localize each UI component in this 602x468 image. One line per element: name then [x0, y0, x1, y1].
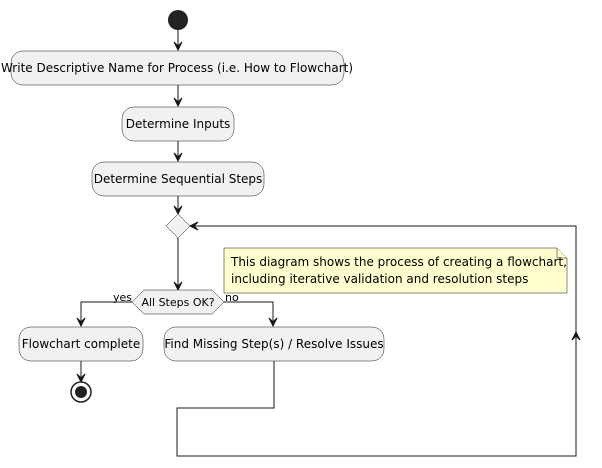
activity-flowchart-complete[interactable]: Flowchart complete [18, 326, 144, 362]
activity-write-name[interactable]: Write Descriptive Name for Process (i.e.… [1, 50, 353, 86]
arrowhead [173, 97, 183, 108]
note-line-2: including iterative validation and resol… [231, 272, 528, 286]
note-line-1: This diagram shows the process of creati… [230, 255, 567, 269]
activity-determine-steps[interactable]: Determine Sequential Steps [91, 161, 265, 197]
activity-determine-inputs[interactable]: Determine Inputs [121, 106, 235, 142]
decision-label: All Steps OK? [141, 296, 214, 309]
arrowhead-loop-up [571, 330, 581, 341]
arrowhead [268, 317, 278, 328]
arrowhead [173, 205, 183, 216]
start-node [168, 10, 188, 30]
branch-label-no: no [225, 291, 239, 304]
activity-flowchart-complete-label: Flowchart complete [22, 337, 140, 351]
branch-label-yes: yes [113, 291, 132, 304]
edge-no-branch [224, 301, 274, 326]
arrowhead [76, 317, 86, 328]
merge-diamond[interactable] [165, 213, 191, 239]
activity-find-missing-steps-label: Find Missing Step(s) / Resolve Issues [164, 337, 383, 351]
arrowhead [173, 41, 183, 52]
arrowhead-loop-left [188, 221, 199, 231]
arrowhead [76, 373, 86, 384]
arrowhead [173, 152, 183, 163]
activity-determine-steps-label: Determine Sequential Steps [94, 172, 263, 186]
activity-write-name-label: Write Descriptive Name for Process (i.e.… [1, 61, 353, 75]
end-node [70, 381, 92, 403]
edge-loop-back [176, 225, 577, 457]
edge-yes-branch [80, 301, 132, 326]
activity-determine-inputs-label: Determine Inputs [126, 117, 231, 131]
activity-find-missing-steps[interactable]: Find Missing Step(s) / Resolve Issues [163, 326, 385, 362]
arrowhead [173, 281, 183, 292]
diagram-note: This diagram shows the process of creati… [223, 247, 568, 294]
decision-all-steps-ok[interactable]: All Steps OK? [131, 289, 225, 315]
